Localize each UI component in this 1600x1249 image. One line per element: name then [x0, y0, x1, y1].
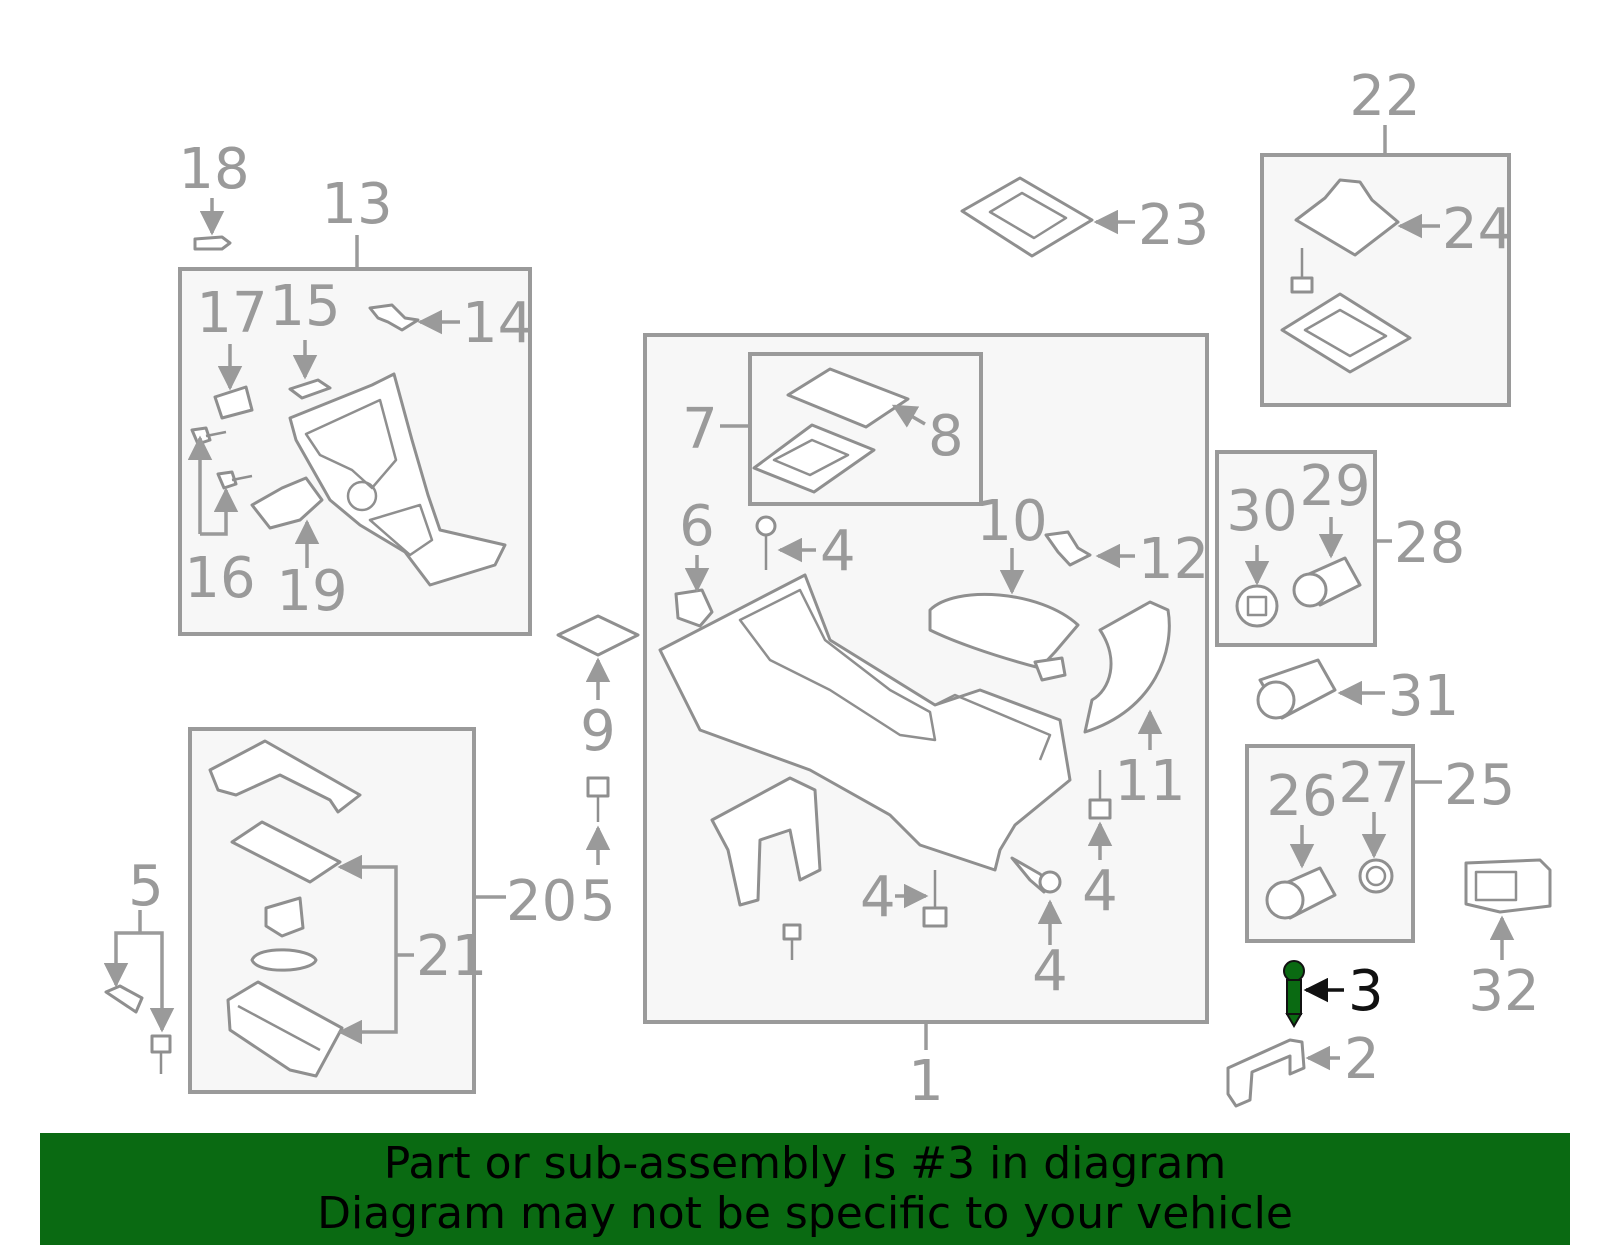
callout-10: 10 — [976, 489, 1047, 554]
callout-4-top: 4 — [820, 519, 856, 584]
callout-18: 18 — [178, 137, 249, 202]
callout-22: 22 — [1349, 64, 1420, 129]
plate-23 — [960, 176, 1135, 258]
callout-12: 12 — [1138, 527, 1209, 592]
callout-4-stud-center: 4 — [860, 865, 896, 930]
banner-line-1: Part or sub-assembly is #3 in diagram — [383, 1138, 1227, 1189]
callout-28: 28 — [1394, 511, 1465, 576]
callout-7: 7 — [682, 397, 718, 462]
callout-5-left: 5 — [128, 854, 164, 919]
callout-15: 15 — [269, 274, 340, 339]
callout-25: 25 — [1444, 753, 1515, 818]
callout-26: 26 — [1266, 764, 1337, 829]
bracket-2 — [1226, 1038, 1340, 1108]
screw-3-highlighted — [1283, 960, 1344, 1028]
callout-4-screw-bottom: 4 — [1032, 939, 1068, 1004]
callout-19: 19 — [276, 559, 347, 624]
callout-1: 1 — [908, 1049, 944, 1114]
banner-line-2: Diagram may not be specific to your vehi… — [317, 1188, 1293, 1239]
callout-3: 3 — [1348, 959, 1384, 1024]
callout-31: 31 — [1388, 664, 1459, 729]
info-banner: Part or sub-assembly is #3 in diagram Di… — [40, 1133, 1570, 1245]
bracket-32 — [1464, 858, 1552, 960]
group-22-box — [1260, 125, 1511, 407]
callout-29: 29 — [1299, 454, 1370, 519]
group-1-box — [643, 333, 1209, 1050]
callout-14: 14 — [462, 291, 533, 356]
callout-24: 24 — [1442, 197, 1513, 262]
group-28-box — [1215, 450, 1392, 647]
callout-2: 2 — [1344, 1027, 1380, 1092]
callout-6: 6 — [679, 494, 715, 559]
callout-9: 9 — [580, 699, 616, 764]
callout-labels: 1 2 3 4 4 4 4 5 5 6 7 8 9 10 11 12 13 14… — [128, 64, 1539, 1114]
socket-31 — [1256, 658, 1385, 720]
callout-17: 17 — [196, 281, 267, 346]
bolts-5-left — [103, 910, 175, 1074]
callout-21: 21 — [416, 924, 487, 989]
callout-23: 23 — [1138, 193, 1209, 258]
group-25-box — [1245, 744, 1442, 943]
callout-32: 32 — [1468, 959, 1539, 1024]
callout-27: 27 — [1338, 751, 1409, 816]
group-20-box — [188, 727, 506, 1094]
callout-30: 30 — [1226, 479, 1297, 544]
callout-11: 11 — [1114, 749, 1185, 814]
callout-4-stud-right: 4 — [1082, 859, 1118, 924]
group-13-box — [178, 198, 532, 636]
callout-5-center: 5 — [580, 869, 616, 934]
callout-8: 8 — [928, 404, 964, 469]
callout-20: 20 — [506, 869, 577, 934]
trim-panel-shape — [288, 372, 507, 587]
callout-13: 13 — [321, 172, 392, 237]
pad-9-bolt-5 — [556, 614, 640, 865]
callout-16: 16 — [184, 546, 255, 611]
